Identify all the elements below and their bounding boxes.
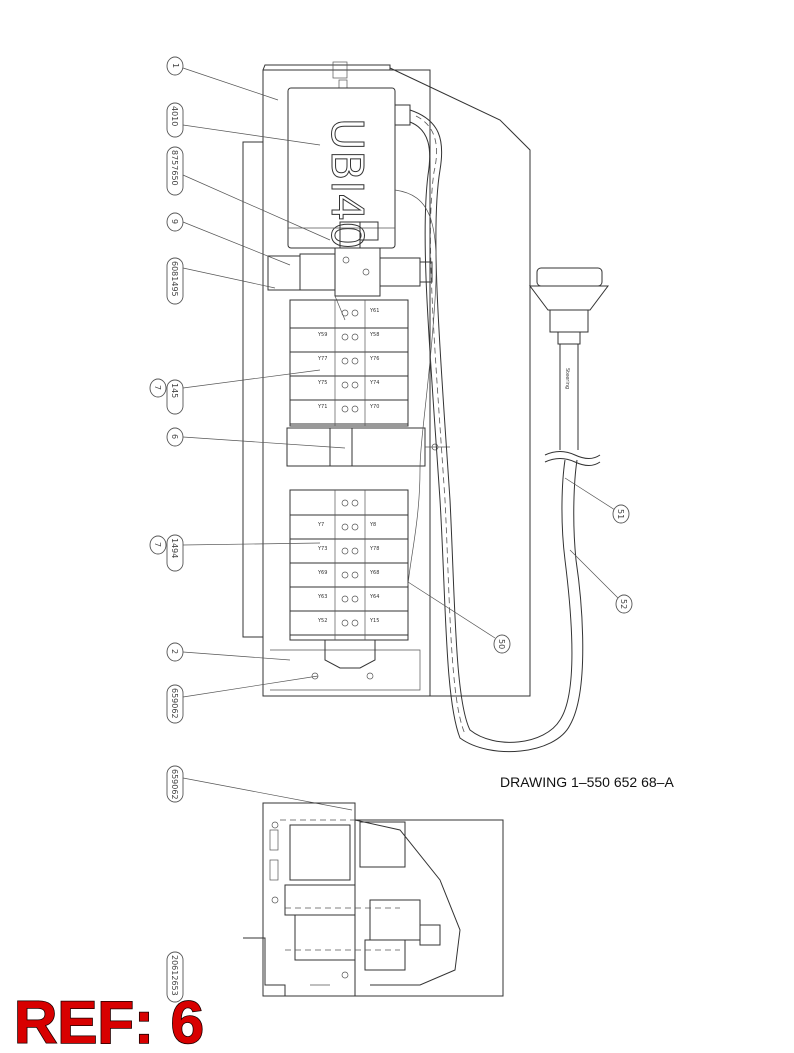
callout-number: 7	[153, 542, 162, 547]
valve-label: Y59	[317, 332, 327, 338]
callout-number: 20612653	[170, 955, 179, 996]
valve-label: Y15	[369, 618, 379, 624]
hydraulic-hoses	[394, 109, 584, 753]
valve-label: Y69	[317, 570, 327, 576]
side-detail-view	[243, 802, 504, 997]
valve-label: Y68	[369, 570, 379, 576]
callout-balloon	[166, 534, 184, 572]
valve-label: Y58	[369, 332, 379, 338]
callout-number: 7	[153, 385, 162, 390]
callout-balloon	[166, 379, 184, 415]
callout-number: 1494	[170, 538, 179, 558]
callout-number: 659062	[170, 769, 179, 800]
callout-number: 4010	[170, 106, 179, 126]
callout-number: 8757650	[170, 150, 179, 186]
callout-number: 145	[170, 383, 179, 398]
valve-label: Y76	[369, 356, 379, 362]
callout-balloon	[166, 642, 184, 662]
callout-number: 9	[170, 219, 179, 224]
hose-label: Steering	[564, 368, 570, 389]
valve-label: Y8	[369, 522, 376, 528]
callout-number: 1	[171, 63, 180, 68]
callout-balloon	[149, 535, 167, 555]
callout-number: 6	[170, 434, 179, 439]
valve-label: Y75	[317, 380, 327, 386]
callout-balloon	[612, 504, 630, 524]
callout-balloon	[166, 257, 184, 305]
callout-balloon	[166, 765, 184, 803]
mounting-plate	[242, 61, 531, 697]
callout-balloon	[166, 212, 184, 232]
ref-badge: REF: 6	[14, 989, 204, 1053]
callout-balloon	[166, 146, 184, 196]
callout-number: 2	[170, 649, 179, 654]
callout-balloon	[166, 427, 184, 447]
valve-label: Y70	[369, 404, 379, 410]
distribution-block	[286, 427, 450, 467]
callout-number: 6081495	[170, 261, 179, 297]
callout-balloon	[166, 102, 184, 138]
callout-number: 51	[616, 509, 625, 519]
callout-balloon	[615, 594, 633, 614]
unit-label: UBI40	[321, 118, 372, 249]
callout-balloon	[166, 951, 184, 1003]
steering-joystick: Steering	[529, 267, 609, 466]
bottom-valve-stack: Y7 Y8 Y73 Y78 Y69 Y68 Y63 Y64 Y52 Y15	[289, 489, 409, 669]
valve-label: Y64	[369, 594, 379, 600]
valve-label: Y73	[317, 546, 327, 552]
callout-balloon	[166, 56, 184, 76]
callout-number: 52	[619, 599, 628, 609]
valve-label: Y61	[369, 308, 379, 314]
valve-label: Y77	[317, 356, 327, 362]
callout-balloon	[149, 378, 167, 398]
callouts: 1 4010 8757650 9 6081495 7 145 6 7 1494	[149, 56, 633, 1003]
valve-label: Y7	[317, 522, 324, 528]
valve-label: Y52	[317, 618, 327, 624]
valve-label: Y74	[369, 380, 379, 386]
callout-balloon	[493, 634, 511, 654]
callout-number: 659062	[170, 688, 179, 719]
valve-label: Y63	[317, 594, 327, 600]
callout-number: 50	[497, 639, 506, 649]
drawing-number: DRAWING 1–550 652 68–A	[500, 774, 674, 790]
valve-label: Y78	[369, 546, 379, 552]
valve-label: Y71	[317, 404, 327, 410]
control-unit-ubi40: UBI40	[287, 87, 411, 250]
top-valve-stack: Y59 Y61 Y77 Y58 Y75 Y76 Y71 Y74 Y70	[289, 299, 409, 427]
callout-balloon	[166, 684, 184, 724]
